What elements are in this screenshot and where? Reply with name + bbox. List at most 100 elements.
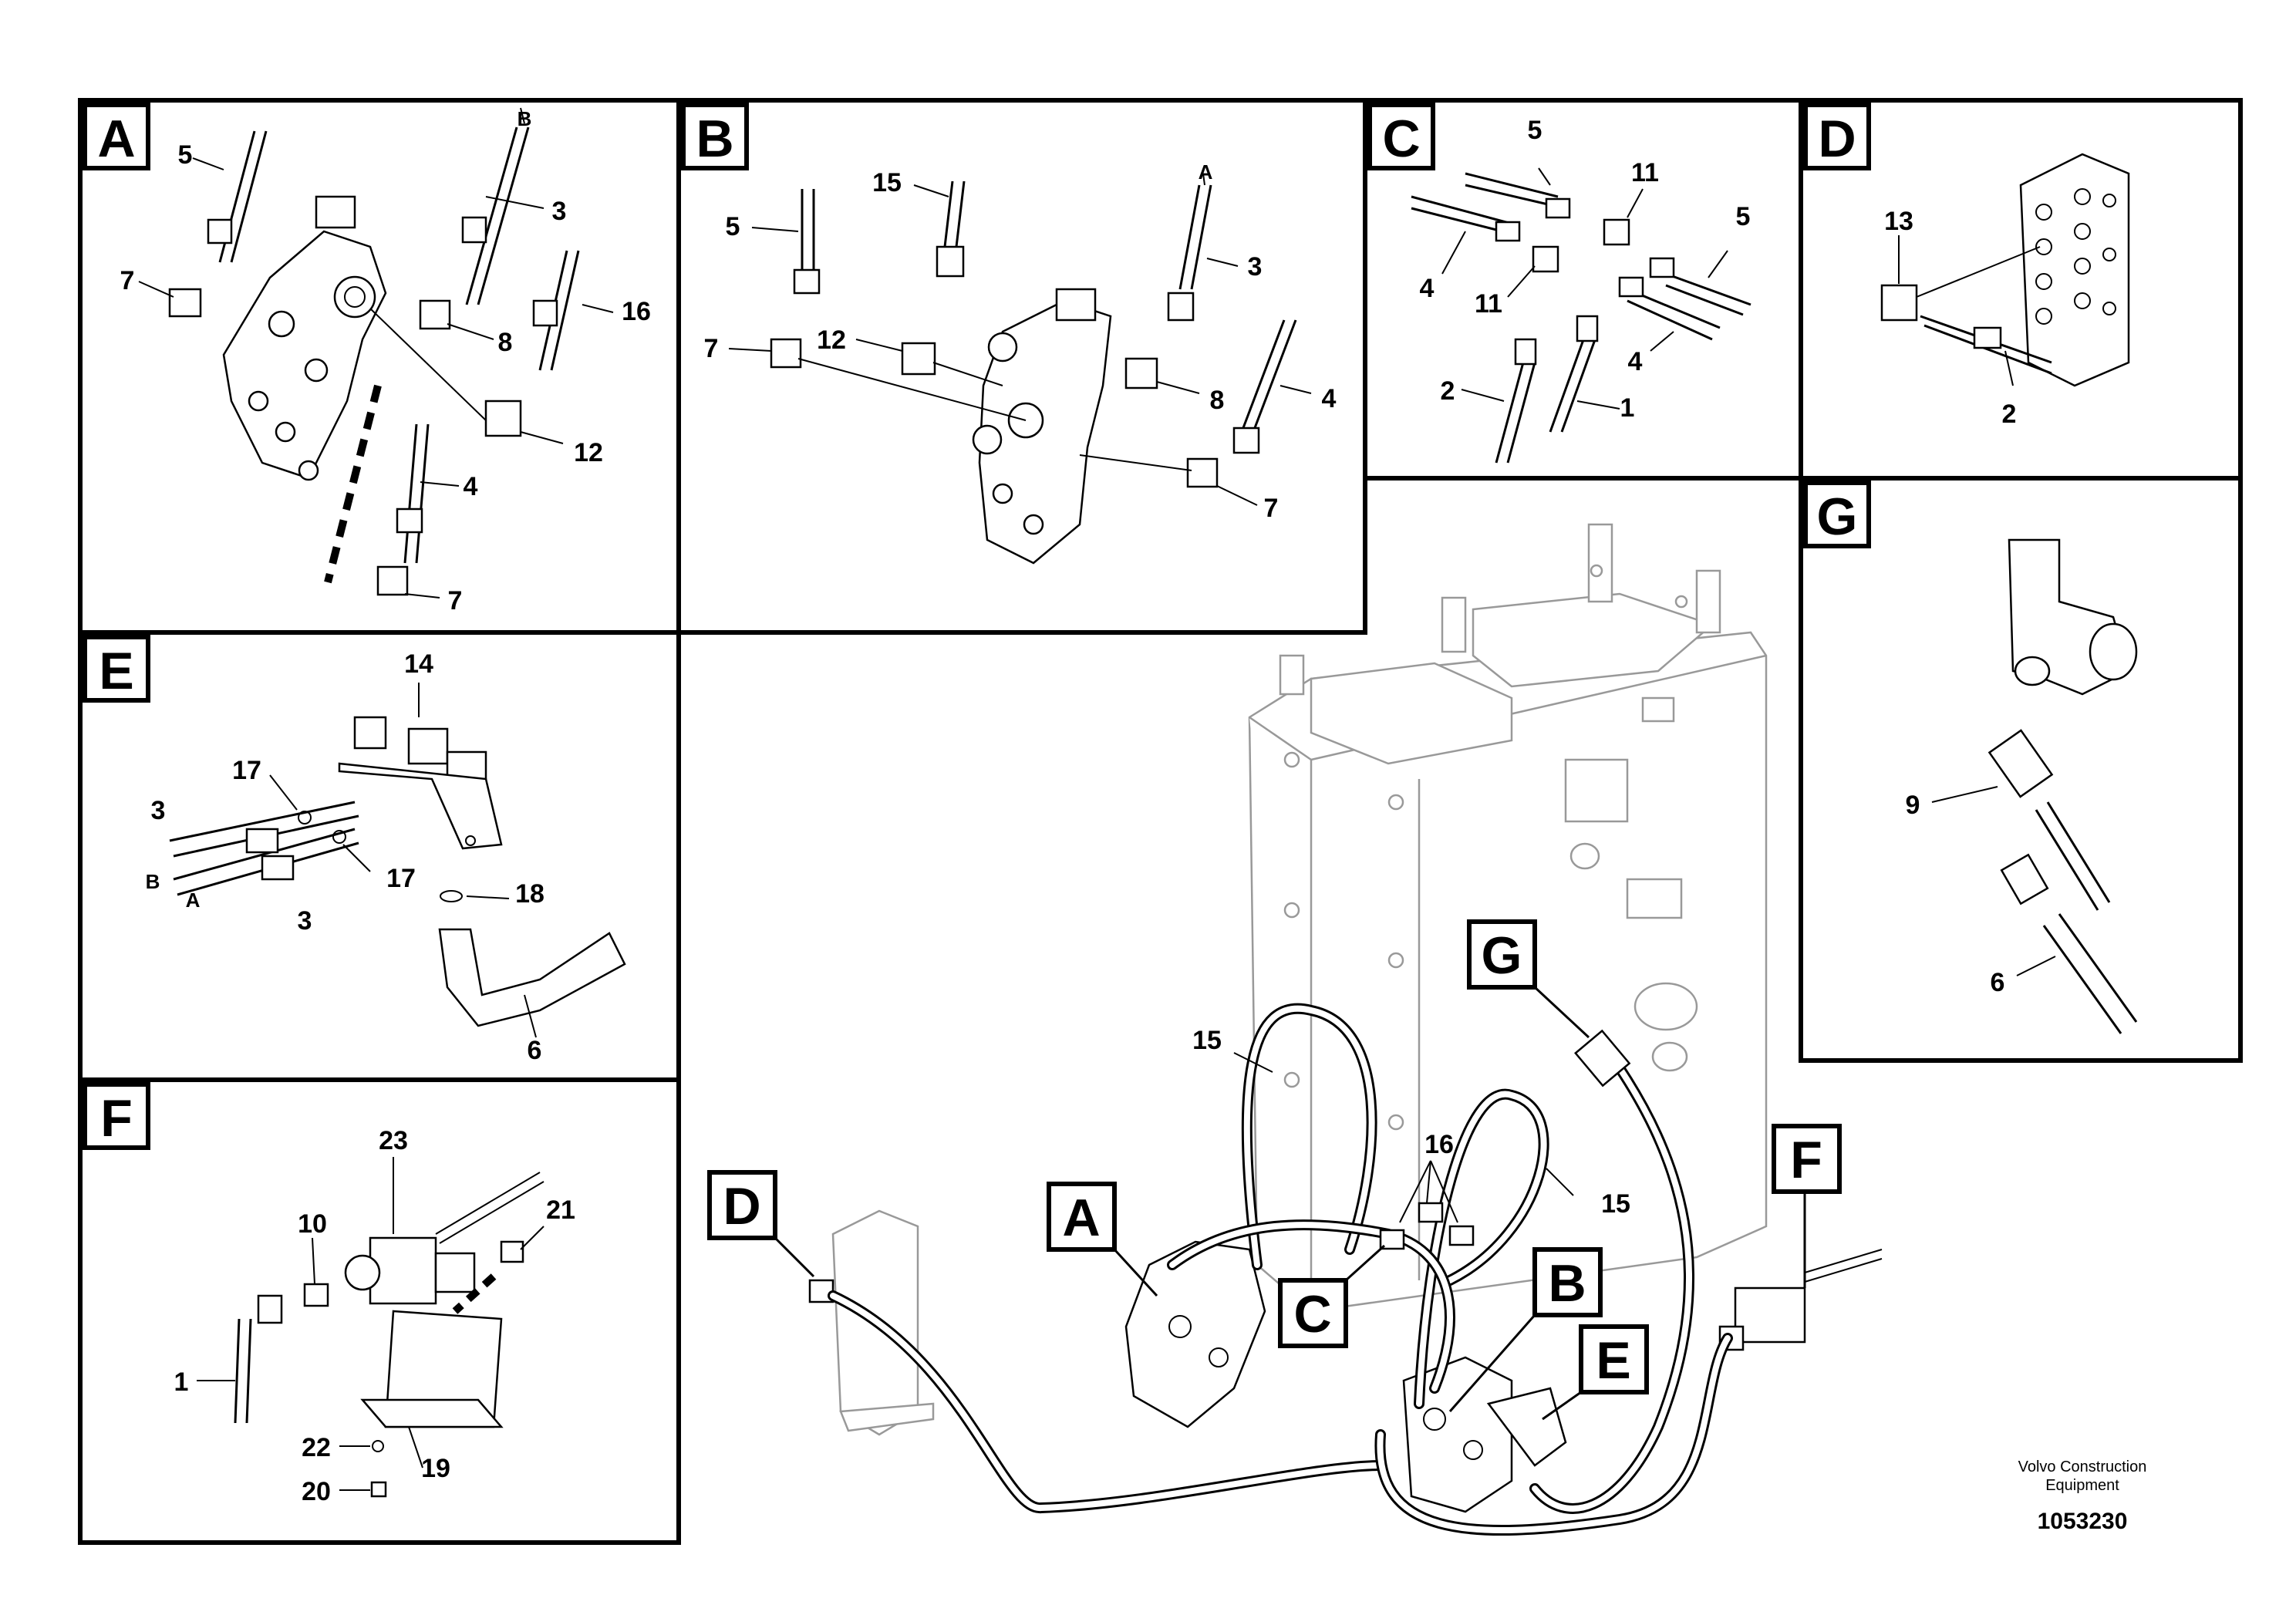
panel-a-letter: A [97, 110, 135, 168]
panel-e-letter: E [99, 642, 133, 700]
panel-a-nut-16 [532, 299, 558, 327]
panel-f: F 23 10 21 1 22 19 20 [83, 1082, 575, 1506]
main-tee-c2 [1418, 1202, 1444, 1223]
panel-a-fitting-8 [419, 299, 451, 330]
panel-c-tee-11b [1532, 245, 1559, 273]
panel-a-valve [222, 195, 387, 481]
callout-c-letter: C [1293, 1285, 1331, 1344]
panel-a-label-b: B [518, 107, 532, 130]
callout-g-letter: G [1482, 926, 1522, 985]
panel-f-elbow [257, 1294, 283, 1324]
panel-a-label-7: 7 [120, 266, 135, 295]
panel-c-nut-4a [1495, 221, 1521, 242]
panel-e-solenoid [338, 716, 503, 850]
panel-c-nut-4b [1618, 276, 1644, 298]
panel-a-label-5: 5 [178, 140, 193, 170]
panel-e: E 14 17 3 B A 17 3 18 6 [83, 635, 626, 1065]
panel-e-nut-3a [245, 828, 279, 854]
main-valve-a [1124, 1240, 1266, 1428]
panel-a-label-8: 8 [498, 328, 513, 357]
callout-f: F [1772, 1124, 1842, 1288]
callout-d: D [707, 1170, 815, 1278]
panel-e-label-17b: 17 [386, 864, 416, 893]
main-switch-f [1718, 1249, 1883, 1351]
panel-b-label-8: 8 [1210, 386, 1225, 415]
panel-g-nut-6 [2000, 853, 2049, 905]
main-assembly: D A C B E G F [707, 523, 1883, 1536]
panel-b-label-7: 7 [704, 334, 719, 363]
panel-e-oring-18 [440, 890, 463, 902]
panel-b-label-15: 15 [872, 168, 902, 197]
panel-d: D 13 2 [1803, 103, 2130, 429]
panel-a-label-3: 3 [552, 197, 567, 226]
panel-f-nut-10 [303, 1283, 329, 1307]
callout-d-letter: D [723, 1177, 760, 1236]
main-label-16: 16 [1424, 1130, 1454, 1159]
panel-a-fitting-12 [484, 400, 522, 437]
panel-d-label-2: 2 [2002, 400, 2017, 429]
main-label-15b: 15 [1601, 1189, 1630, 1219]
panel-b-label-12: 12 [817, 325, 846, 355]
panel-f-label-19: 19 [421, 1454, 450, 1483]
panel-g: G 9 6 [1803, 481, 2138, 1034]
callout-b: B [1448, 1247, 1603, 1412]
panel-f-screw-20 [370, 1481, 387, 1498]
callout-e-letter: E [1596, 1331, 1630, 1390]
panel-frames [78, 98, 2243, 1545]
panel-b-label-5: 5 [726, 212, 740, 241]
panel-d-manifold [2019, 153, 2130, 387]
panel-a-nut-4 [396, 508, 423, 534]
panel-f-letter-box [83, 1082, 150, 1150]
panel-c-nut-5b [1649, 257, 1675, 278]
panel-e-label-3b: 3 [298, 906, 312, 936]
panel-b-nut-5 [793, 268, 821, 295]
main-bracket-e [1486, 1387, 1567, 1467]
panel-d-letter-box [1803, 103, 1871, 170]
panel-a: A 5 B 3 7 8 [83, 103, 651, 615]
panel-f-screw-21 [500, 1240, 524, 1263]
main-tee-c3 [1448, 1225, 1475, 1246]
panel-c-label-5b: 5 [1736, 202, 1751, 231]
panel-b-valve [972, 288, 1112, 565]
callout-g: G [1467, 919, 1590, 1039]
panel-f-label-10: 10 [298, 1209, 327, 1239]
panel-b-letter: B [696, 110, 733, 168]
panel-c: C 5 11 5 4 11 4 2 1 [1367, 103, 1752, 464]
callout-a-letter: A [1062, 1189, 1100, 1247]
panel-b-nut-4 [1232, 427, 1260, 454]
panel-c-tee-11a [1603, 218, 1630, 246]
callout-a: A [1047, 1182, 1158, 1297]
panel-e-nut-3b [261, 855, 295, 881]
callout-e: E [1542, 1324, 1649, 1421]
panel-g-fitting-9 [1988, 729, 2054, 798]
main-label-15: 15 [1192, 1026, 1222, 1055]
panel-f-label-1: 1 [174, 1367, 189, 1397]
panel-d-letter: D [1818, 110, 1856, 168]
callout-c: C [1278, 1244, 1386, 1348]
panel-e-oring-17a [298, 811, 312, 824]
panel-d-fitting-13 [1880, 284, 1918, 322]
panel-f-washer-22 [372, 1440, 384, 1452]
panel-g-label-9: 9 [1906, 791, 1920, 820]
main-valve-b [1402, 1356, 1513, 1513]
panel-g-label-6: 6 [1991, 968, 2005, 997]
panel-e-oring-17b [332, 830, 346, 844]
panel-g-letter-box [1803, 481, 1871, 548]
panel-c-letter: C [1382, 110, 1420, 168]
panel-e-label-6: 6 [528, 1036, 542, 1065]
panel-c-label-11b: 11 [1475, 289, 1502, 319]
panel-c-nut-1 [1576, 315, 1599, 342]
panel-a-nut-3 [461, 216, 487, 244]
panel-b-letter-box [681, 103, 749, 170]
panel-a-letter-box [83, 103, 150, 170]
panel-b-label-4: 4 [1322, 384, 1337, 413]
panel-f-label-23: 23 [379, 1126, 408, 1155]
panel-e-label-3: 3 [151, 796, 166, 825]
panel-c-label-4b: 4 [1628, 347, 1643, 376]
panel-c-nut-5a [1545, 197, 1571, 219]
panel-b-fitting-8 [1124, 357, 1158, 389]
panel-a-nut-5 [207, 218, 233, 244]
callout-f-letter: F [1790, 1131, 1822, 1189]
panel-a-label-12: 12 [574, 438, 603, 467]
